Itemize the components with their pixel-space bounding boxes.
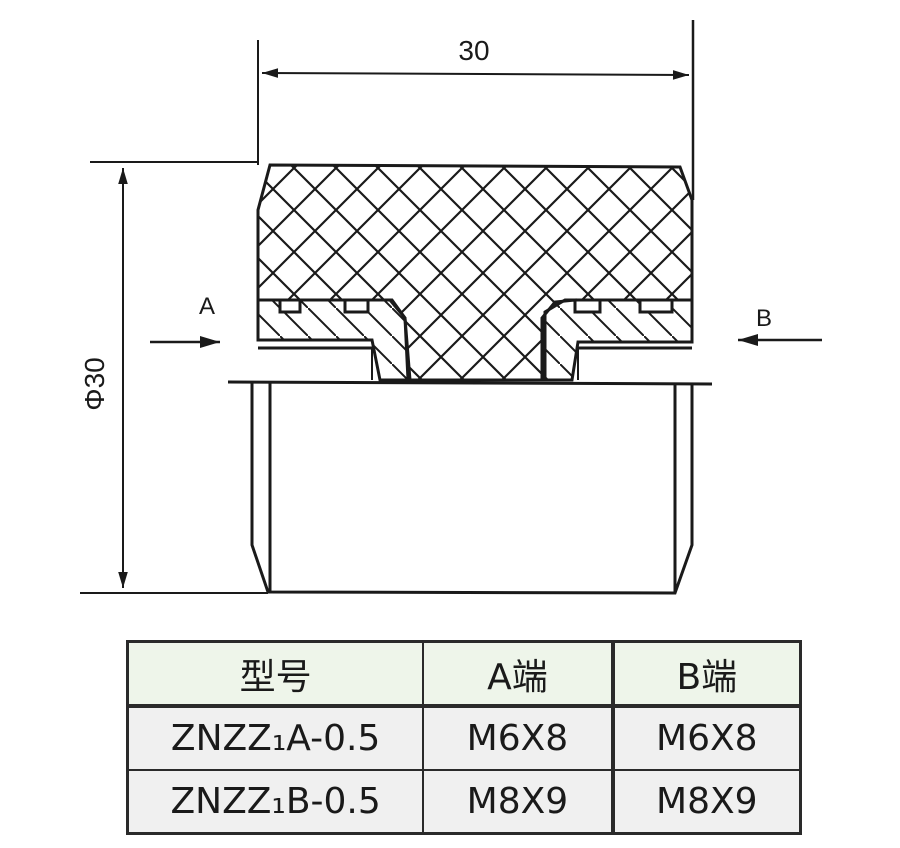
insert-a-end	[256, 298, 410, 382]
table-row: ZNZZ₁B-0.5 M8X9 M8X9	[126, 769, 802, 835]
length-dimension-label: 30	[458, 35, 489, 66]
table-row: ZNZZ₁A-0.5 M6X8 M6X8	[126, 705, 802, 771]
arrow-b: B	[738, 305, 822, 346]
lower-body	[250, 383, 694, 595]
header-b-end: B端	[611, 640, 802, 708]
header-a-end: A端	[422, 640, 615, 708]
arrow-b-label: B	[756, 305, 772, 332]
cell-b-end: M8X9	[611, 769, 802, 835]
length-dimension: 30	[257, 20, 695, 200]
spec-table: 型号 A端 B端 ZNZZ₁A-0.5 M6X8 M6X8 ZNZZ₁B-0.5…	[126, 640, 802, 835]
cell-b-end: M6X8	[611, 705, 802, 771]
insert-b-end	[540, 298, 694, 382]
cell-model: ZNZZ₁A-0.5	[126, 705, 425, 771]
section-line	[227, 380, 713, 386]
cell-model: ZNZZ₁B-0.5	[126, 769, 425, 835]
table-header-row: 型号 A端 B端	[126, 640, 802, 708]
cell-a-end: M8X9	[422, 769, 615, 835]
header-model: 型号	[126, 640, 425, 708]
diameter-dimension: Φ30	[79, 161, 268, 594]
diameter-dimension-label: Φ30	[79, 357, 110, 410]
technical-drawing: 30 Φ30 A B	[79, 20, 822, 595]
cell-a-end: M6X8	[422, 705, 615, 771]
arrow-a: A	[150, 293, 220, 348]
arrow-a-label: A	[199, 293, 215, 320]
